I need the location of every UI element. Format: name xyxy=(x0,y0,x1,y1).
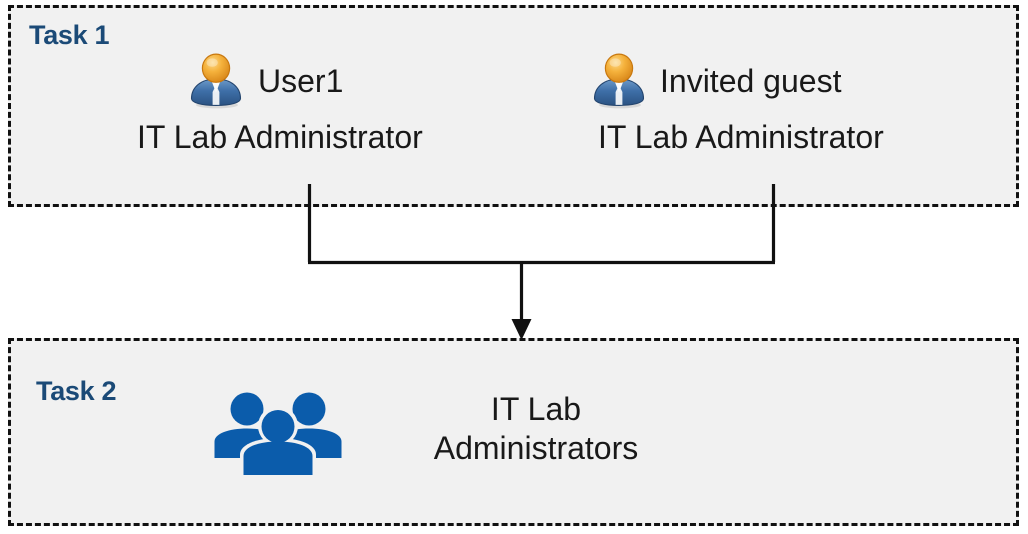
task-2-title: Task 2 xyxy=(36,376,117,406)
arrow-head-icon xyxy=(511,319,532,340)
node-role-invited-guest: IT Lab Administrator xyxy=(598,119,884,155)
node-name-invited-guest: Invited guest xyxy=(660,63,842,99)
user-icon xyxy=(187,52,245,110)
task-1-title: Task 1 xyxy=(29,20,110,50)
user-icon xyxy=(590,52,648,110)
task-1-container xyxy=(8,5,1019,207)
node-role-user1: IT Lab Administrator xyxy=(137,119,423,155)
node-name-user1: User1 xyxy=(258,63,344,99)
node-label-it-lab-administrators: IT Lab Administrators xyxy=(433,391,639,467)
task-2-container xyxy=(8,338,1019,526)
user-group-icon xyxy=(213,388,343,476)
